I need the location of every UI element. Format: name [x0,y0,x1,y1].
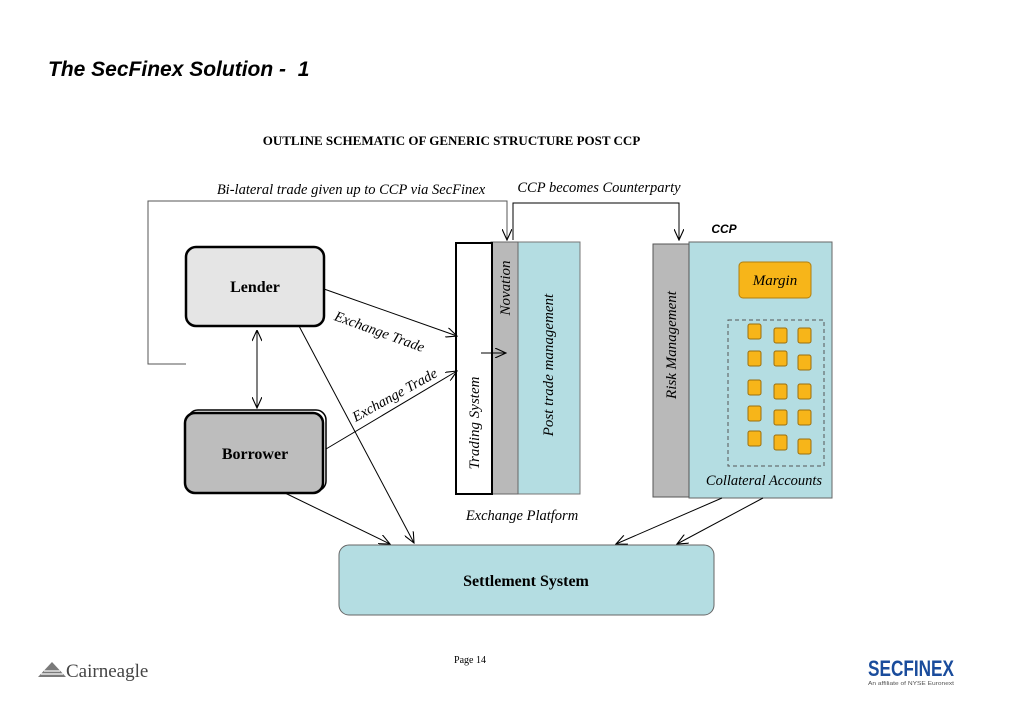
collateral-account-square [797,438,812,455]
collateral-account-square [773,383,788,400]
ccp-counterparty-label: CCP becomes Counterparty [517,180,681,196]
lender-box [184,245,326,328]
collateral-account-square [747,350,762,367]
secfinex-logo-tagline: An affiliate of NYSE Euronext [868,681,955,687]
lender-to-settlement-arrow [298,325,414,543]
exchange-platform-label: Exchange Platform [465,508,578,524]
settlement-system-label: Settlement System [463,573,589,590]
cairneagle-logo: Cairneagle [38,661,148,682]
ccp-label: CCP [711,222,737,236]
exchange-trade-label-lower: Exchange Trade [349,365,441,426]
cairneagle-logo-text: Cairneagle [66,661,148,682]
borrower-to-trading-arrow [325,371,457,450]
bilateral-label: Bi-lateral trade given up to CCP via Sec… [217,182,486,198]
post-trade-management-block [517,241,581,495]
borrower-to-settlement-arrow [284,492,390,544]
collateral-account-square [797,383,812,400]
collateral-account-square [773,434,788,451]
secfinex-logo: SECFINEX An affiliate of NYSE Euronext [868,656,955,687]
collateral-accounts-label: Collateral Accounts [706,473,822,489]
collateral-account-square [747,405,762,422]
lender-to-trading-arrow [323,288,457,336]
collateral-accounts-frame [727,319,825,467]
ccp-to-settlement-arrow-2 [677,497,764,544]
collateral-account-square [797,354,812,371]
novation-label: Novation [498,261,514,317]
ccp-counterparty-arrow [512,202,679,240]
trading-system-label: Trading System [467,376,483,469]
collateral-account-square [747,379,762,396]
ccp-to-settlement-arrow-1 [616,497,723,544]
post-trade-management-label: Post trade management [541,293,557,437]
collateral-account-square [773,327,788,344]
settlement-system-box [338,544,715,616]
collateral-account-square [797,409,812,426]
bilateral-loop-line [147,200,507,365]
collateral-account-square [747,323,762,340]
secfinex-logo-text: SECFINEX [868,656,954,681]
collateral-account-square [797,327,812,344]
risk-management-block [652,243,690,498]
exchange-trade-label-upper: Exchange Trade [331,308,427,356]
schematic-heading: OUTLINE SCHEMATIC OF GENERIC STRUCTURE P… [262,133,641,148]
borrower-box [183,411,325,495]
risk-management-label: Risk Management [664,290,680,400]
page-title: The SecFinex Solution - 1 [48,58,310,81]
borrower-label: Borrower [222,446,288,463]
collateral-account-square [747,430,762,447]
collateral-account-square [773,409,788,426]
cairneagle-mountain-icon [38,662,66,677]
margin-box [738,261,812,299]
lender-label: Lender [230,279,280,296]
page-number: Page 14 [454,655,486,666]
collateral-account-squares [747,323,812,455]
margin-label: Margin [752,273,797,289]
collateral-account-square [773,350,788,367]
trading-system-block [455,242,493,495]
novation-block [490,241,519,495]
